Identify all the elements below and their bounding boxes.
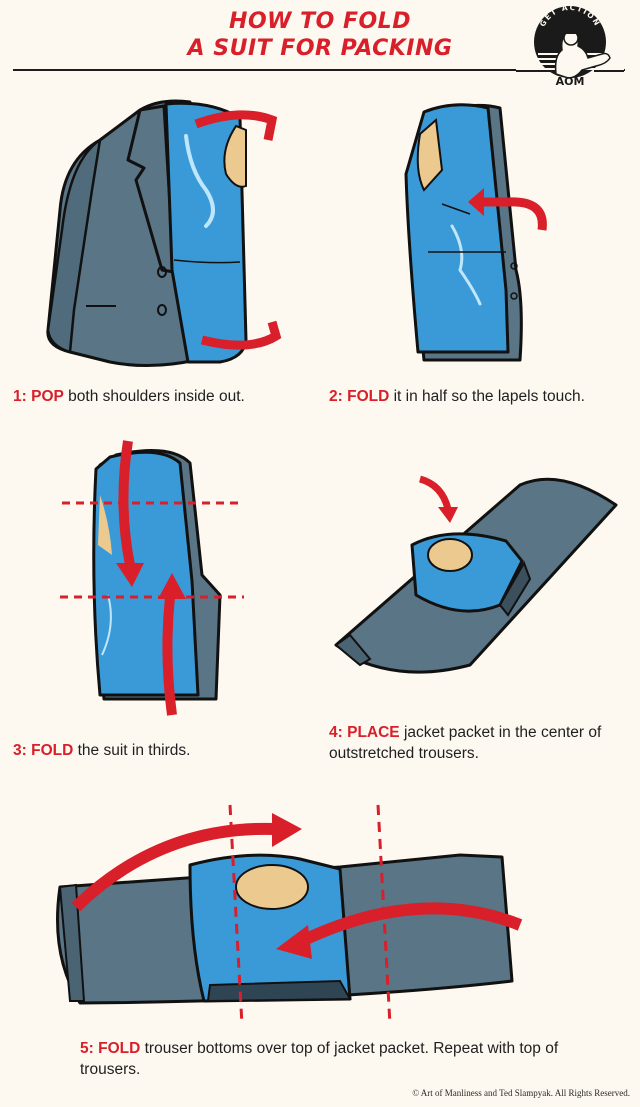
step-verb: FOLD xyxy=(347,388,390,405)
step-verb: FOLD xyxy=(98,1040,141,1057)
step-verb: FOLD xyxy=(31,742,74,759)
step-2-illustration xyxy=(390,90,560,375)
step-3-caption: 3: FOLD the suit in thirds. xyxy=(13,742,191,759)
title-line-1: HOW TO FOLD xyxy=(229,9,411,34)
step-1-caption: 1: POP both shoulders inside out. xyxy=(13,388,245,405)
step-text: it in half so the lapels touch. xyxy=(393,388,585,405)
copyright-notice: © Art of Manliness and Ted Slampyak. All… xyxy=(412,1088,630,1098)
curved-arrow-icon xyxy=(200,320,282,350)
step-text: trouser bottoms over top of jacket packe… xyxy=(80,1040,559,1078)
step-5-caption: 5: FOLD trouser bottoms over top of jack… xyxy=(80,1040,559,1078)
step-3-illustration xyxy=(20,435,280,716)
step-5-illustration xyxy=(40,795,600,1035)
step-verb: PLACE xyxy=(347,724,400,741)
step-verb: POP xyxy=(31,388,64,405)
arrow-up-icon xyxy=(162,596,177,716)
step-4-illustration xyxy=(320,455,640,685)
step-4-caption: 4: PLACE jacket packet in the center of … xyxy=(329,724,602,762)
step-text: jacket packet in the center of outstretc… xyxy=(329,724,602,762)
step-text: both shoulders inside out. xyxy=(68,388,245,405)
header-divider xyxy=(13,69,625,71)
curved-arrow-icon xyxy=(194,110,278,141)
step-2-caption: 2: FOLD it in half so the lapels touch. xyxy=(329,388,585,405)
page-title: HOW TO FOLD A SUIT FOR PACKING xyxy=(0,8,640,62)
step-text: the suit in thirds. xyxy=(77,742,191,759)
aom-logo: AOM GET ACTION xyxy=(516,3,624,88)
title-line-2: A SUIT FOR PACKING xyxy=(187,36,453,61)
curved-arrow-right-to-center-icon xyxy=(299,902,523,947)
step-1-illustration xyxy=(40,90,300,380)
arrow-down-icon xyxy=(118,440,135,566)
curved-arrow-icon xyxy=(482,197,547,231)
curved-arrow-icon xyxy=(418,475,452,510)
svg-text:AOM: AOM xyxy=(556,75,585,88)
curved-arrow-left-to-center-icon xyxy=(71,822,277,912)
boxer-badge-icon: AOM GET ACTION xyxy=(516,3,624,88)
